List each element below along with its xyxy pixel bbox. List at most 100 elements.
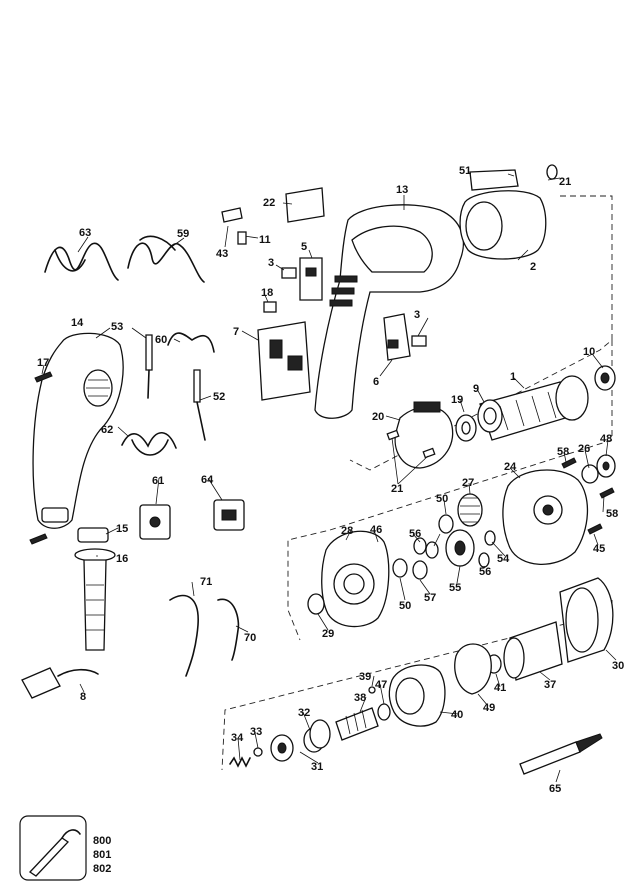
washer-26	[581, 464, 599, 484]
spindle-38	[335, 707, 379, 741]
part-label-37: 37	[544, 679, 556, 691]
part-label-57: 57	[424, 592, 436, 604]
part-label-16: 16	[116, 553, 128, 565]
washers-56-top	[413, 537, 439, 559]
part-label-49: 49	[483, 702, 495, 714]
cage-49	[454, 643, 492, 695]
label-plate-22	[285, 187, 325, 223]
part-label-59: 59	[177, 228, 189, 240]
gear-group-frame	[287, 340, 613, 641]
sleeve-47	[377, 703, 391, 721]
module-61	[139, 504, 171, 540]
part-label-50-top: 50	[436, 493, 448, 505]
pin-21-top	[546, 164, 558, 180]
part-label-10: 10	[583, 346, 595, 358]
wire-62	[121, 431, 177, 456]
part-label-50-bottom: 50	[399, 600, 411, 612]
washer-56-bottom	[478, 552, 490, 568]
leader-lines	[41, 173, 617, 783]
brush-3-left	[281, 267, 297, 279]
part-label-13: 13	[396, 184, 408, 196]
part-label-45: 45	[593, 543, 605, 555]
clutch-37	[503, 621, 563, 681]
part-label-6: 6	[373, 376, 379, 388]
part-label-22: 22	[263, 197, 275, 209]
part-label-58-top: 58	[557, 446, 569, 458]
part-label-9: 9	[473, 383, 479, 395]
part-label-55: 55	[449, 582, 461, 594]
bearing-9	[477, 399, 503, 433]
housing-13	[314, 204, 464, 419]
part-label-29: 29	[322, 628, 334, 640]
gear-27	[457, 493, 483, 527]
part-label-24: 24	[504, 461, 517, 473]
module-64	[213, 499, 245, 531]
part-label-43: 43	[216, 248, 228, 260]
part-label-54: 54	[497, 553, 510, 565]
brush-holder-5	[299, 257, 323, 301]
wire-59	[127, 235, 205, 283]
spacer-50-bottom	[392, 558, 408, 578]
part-label-21-top: 21	[559, 176, 571, 188]
part-label-62: 62	[101, 424, 113, 436]
part-label-48: 48	[600, 433, 612, 445]
part-label-5: 5	[301, 241, 307, 253]
collar-15	[77, 527, 109, 543]
part-label-1: 1	[510, 371, 516, 383]
screw-17	[34, 371, 53, 383]
wire-60	[167, 332, 215, 353]
part-label-30: 30	[612, 660, 624, 672]
spring-34	[229, 756, 251, 768]
brush-holder-6	[383, 313, 411, 361]
plate-51	[469, 169, 519, 191]
part-label-52: 52	[213, 391, 225, 403]
part-label-58-bottom: 58	[606, 508, 618, 520]
washer-54	[484, 530, 496, 546]
part-label-31: 31	[311, 761, 323, 773]
bearing-10	[594, 365, 616, 391]
handle-housing-14	[32, 332, 124, 529]
part-label-26: 26	[578, 443, 590, 455]
ring-29	[307, 593, 325, 615]
kit-label-802: 802	[93, 863, 111, 875]
bit-holder-65	[519, 733, 603, 775]
part-label-56-bottom: 56	[479, 566, 491, 578]
part-label-18: 18	[261, 287, 273, 299]
kit-box: 800 801 802	[19, 815, 111, 881]
screw-18	[263, 301, 277, 313]
gear-55	[445, 529, 475, 567]
screw-45	[587, 523, 603, 535]
part-number-labels: 1 2 3 3 5 6 7 8 9 10 11 13 14 15 16 17 1…	[37, 165, 624, 795]
part-label-7: 7	[233, 326, 239, 338]
cord-plug-8	[21, 667, 99, 699]
wire-52	[193, 369, 206, 441]
screw-58-top	[561, 457, 577, 469]
cord-70	[217, 598, 240, 661]
spacer-50-top	[438, 514, 454, 534]
collar-40	[388, 664, 446, 727]
part-label-65: 65	[549, 783, 561, 795]
screw-15-left	[29, 533, 48, 545]
part-label-28: 28	[341, 525, 353, 537]
ball-33	[253, 747, 263, 757]
part-label-8: 8	[80, 691, 86, 703]
part-label-20: 20	[372, 411, 384, 423]
cord-71	[169, 594, 199, 677]
kit-label-800: 800	[93, 835, 111, 847]
clutch-plate-31	[270, 719, 331, 762]
part-label-27: 27	[462, 477, 474, 489]
part-label-56-top: 56	[409, 528, 421, 540]
washer-19	[455, 414, 477, 442]
ball-39	[368, 686, 376, 694]
part-label-46: 46	[370, 524, 382, 536]
part-label-47: 47	[375, 679, 387, 691]
wire-63	[44, 242, 119, 281]
part-label-2: 2	[530, 261, 536, 273]
part-label-21-bottom: 21	[391, 483, 403, 495]
part-label-19: 19	[451, 394, 463, 406]
part-label-33: 33	[250, 726, 262, 738]
field-2	[459, 190, 547, 260]
part-label-39: 39	[359, 671, 371, 683]
